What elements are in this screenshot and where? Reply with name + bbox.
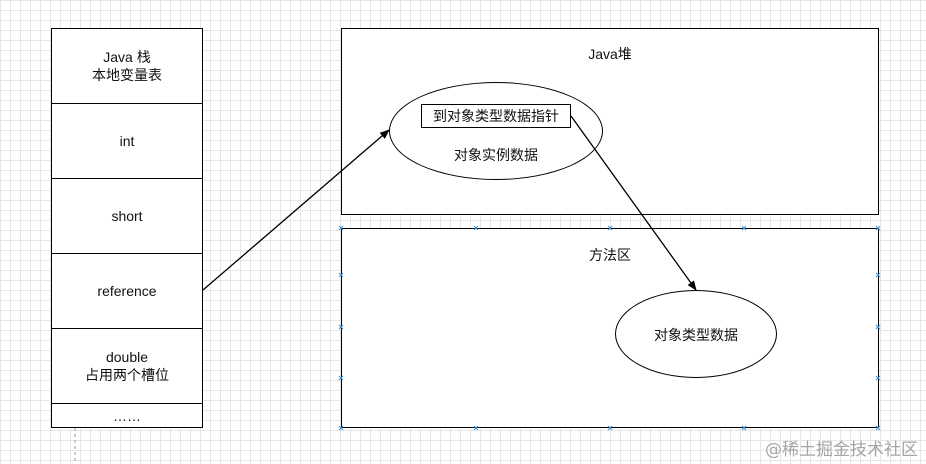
slot-reference-label: reference xyxy=(97,283,157,299)
object-type-data-ellipse xyxy=(615,290,777,378)
type-pointer-box: 到对象类型数据指针 xyxy=(421,104,571,128)
reference-to-instance-arrow xyxy=(202,129,390,291)
stack-header-title: Java 栈 xyxy=(103,49,151,65)
object-instance-label: 对象实例数据 xyxy=(454,147,538,163)
pointer-to-type-data-arrow xyxy=(570,115,697,291)
slot-double-note: 占用两个槽位 xyxy=(85,367,169,383)
slot-double: double 占用两个槽位 xyxy=(52,329,202,404)
slot-reference: reference xyxy=(52,254,202,329)
stack-header-subtitle: 本地变量表 xyxy=(92,67,162,83)
java-stack-table: Java 栈 本地变量表 int short reference double … xyxy=(51,28,203,428)
slot-short-label: short xyxy=(111,208,143,224)
slot-int-label: int xyxy=(119,133,135,149)
selection-handles[interactable] xyxy=(338,225,881,431)
slot-int: int xyxy=(52,104,202,179)
slot-ellipsis-label: …… xyxy=(113,407,141,424)
method-area-title: 方法区 xyxy=(589,247,631,263)
slot-ellipsis: …… xyxy=(52,404,202,427)
slot-double-label: double xyxy=(105,349,149,365)
object-instance-ellipse xyxy=(389,82,603,180)
slot-short: short xyxy=(52,179,202,254)
object-type-data-label: 对象类型数据 xyxy=(654,327,738,343)
stack-header-cell: Java 栈 本地变量表 xyxy=(52,29,202,104)
java-heap-title: Java堆 xyxy=(588,46,632,62)
method-area-box xyxy=(341,228,879,428)
watermark: @稀土掘金技术社区 xyxy=(765,440,918,460)
type-pointer-label: 到对象类型数据指针 xyxy=(433,108,559,124)
